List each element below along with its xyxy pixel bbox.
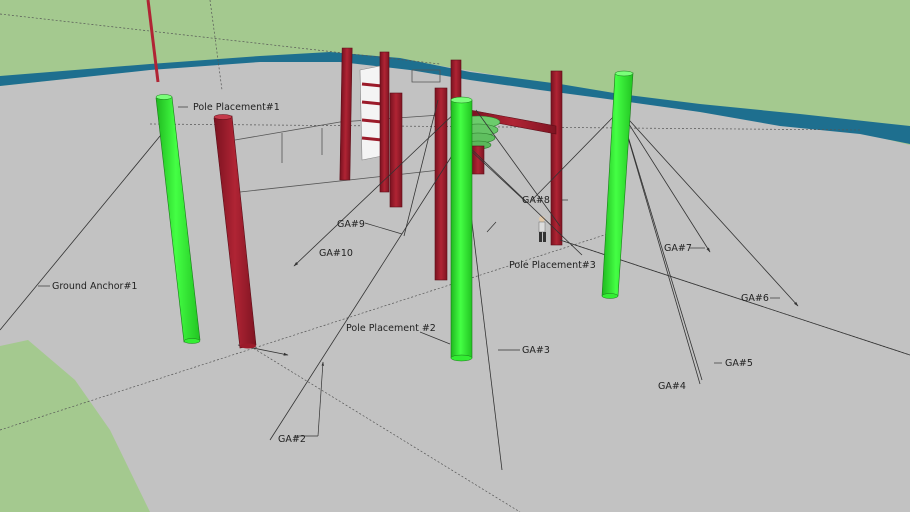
label-ga-7: GA#7 <box>664 243 692 254</box>
climbing-wall <box>359 65 383 161</box>
label-ga-6: GA#6 <box>741 293 769 304</box>
structures <box>234 69 441 193</box>
red-pole-front <box>213 114 257 349</box>
label-ga-9: GA#9 <box>337 219 365 230</box>
label-pole-placement-3: Pole Placement#3 <box>509 260 596 271</box>
label-pole-placement-1: Pole Placement#1 <box>193 102 280 113</box>
label-ga-8: GA#8 <box>522 195 550 206</box>
person-figure <box>538 216 546 242</box>
label-pole-placement-2: Pole Placement #2 <box>346 323 436 334</box>
existing-poles <box>146 0 563 281</box>
label-ga-3: GA#3 <box>522 345 550 356</box>
label-ground-anchor-1: Ground Anchor#1 <box>52 281 137 292</box>
label-leaders <box>38 106 780 437</box>
grass-patch <box>0 340 150 512</box>
labels: Pole Placement#1 Ground Anchor#1 GA#9 GA… <box>52 102 769 445</box>
pole-placement-2 <box>450 96 473 362</box>
label-ga-4: GA#4 <box>658 381 686 392</box>
label-ga-10: GA#10 <box>319 248 353 259</box>
label-ga-5: GA#5 <box>725 358 753 369</box>
pole-placement-3 <box>601 70 634 299</box>
label-ga-2: GA#2 <box>278 434 306 445</box>
pole-placement-1 <box>155 94 201 344</box>
